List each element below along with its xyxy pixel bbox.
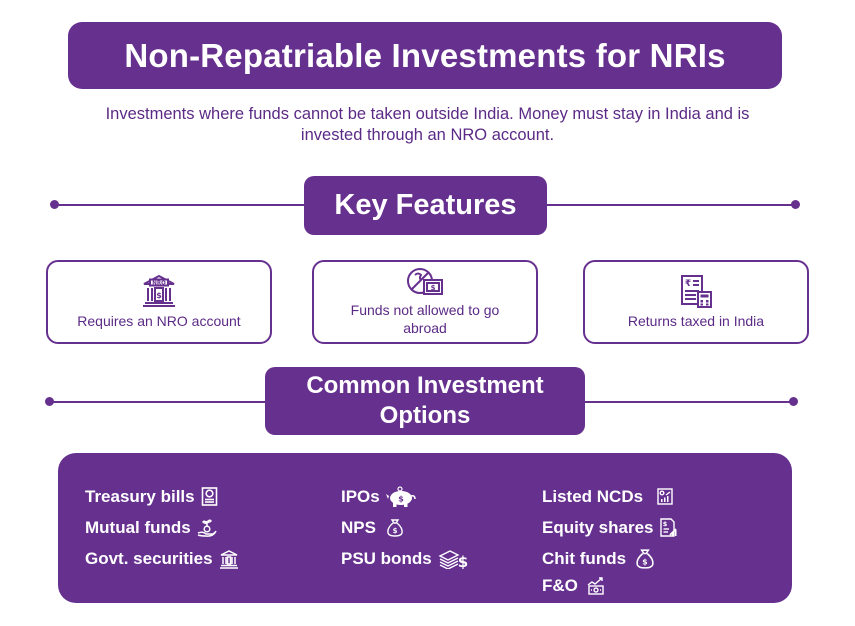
option-nps: NPS $ xyxy=(341,512,468,543)
money-bag-icon: $ xyxy=(636,549,654,569)
feature-label: Funds not allowed to go abroad xyxy=(350,302,500,336)
feature-label: Requires an NRO account xyxy=(77,313,241,329)
svg-text:$: $ xyxy=(662,520,667,528)
option-label: Equity shares xyxy=(542,517,654,537)
option-listed-ncds: Listed NCDs xyxy=(542,481,678,512)
option-chit-funds: Chit funds $ xyxy=(542,543,678,574)
option-label: IPOs xyxy=(341,486,380,506)
option-label: Govt. securities xyxy=(85,548,213,568)
svg-text:₹: ₹ xyxy=(685,279,691,289)
chart-report-icon xyxy=(657,488,673,505)
bank-nro-icon: NRO $ xyxy=(143,274,175,307)
option-label: Mutual funds xyxy=(85,517,191,537)
hand-plant-coin-icon xyxy=(197,518,217,537)
bill-document-icon xyxy=(201,487,217,506)
key-features-heading: Key Features xyxy=(304,176,547,235)
tax-calculator-icon: ₹ xyxy=(681,275,712,308)
svg-text:$: $ xyxy=(431,284,436,292)
option-label: F&O xyxy=(542,576,578,595)
option-f-and-o: F&O xyxy=(542,574,678,598)
divider-line-right xyxy=(583,401,793,403)
svg-text:NRO: NRO xyxy=(152,281,166,287)
options-column: Listed NCDs Equity shares $ Chit funds $ xyxy=(542,481,678,598)
svg-text:$: $ xyxy=(398,494,404,503)
svg-text:$: $ xyxy=(457,553,467,569)
feature-label: Returns taxed in India xyxy=(627,313,765,329)
option-mutual-funds: Mutual funds xyxy=(85,512,239,543)
divider-line-right xyxy=(545,204,797,206)
page-title: Non-Repatriable Investments for NRIs xyxy=(68,22,782,89)
option-govt-securities: Govt. securities xyxy=(85,543,239,574)
cash-stack-icon: $ xyxy=(438,549,468,569)
trend-cash-icon xyxy=(587,577,604,595)
option-equity-shares: Equity shares $ xyxy=(542,512,678,543)
options-column: IPOs $ NPS $ PSU bonds $ xyxy=(341,481,468,574)
divider-dot-right xyxy=(789,397,798,406)
svg-text:$: $ xyxy=(156,291,162,300)
option-treasury-bills: Treasury bills xyxy=(85,481,239,512)
money-bag-icon: $ xyxy=(387,519,403,537)
option-ipos: IPOs $ xyxy=(341,481,468,512)
option-label: PSU bonds xyxy=(341,548,432,568)
divider-line-left xyxy=(49,401,267,403)
no-money-transfer-icon: $ xyxy=(407,268,443,295)
bank-building-icon xyxy=(219,549,238,569)
option-label: NPS xyxy=(341,517,376,537)
page-subtitle: Investments where funds cannot be taken … xyxy=(105,105,750,144)
svg-text:$: $ xyxy=(393,527,398,535)
options-column: Treasury bills Mutual funds Govt. securi… xyxy=(85,481,239,574)
divider-dot-right xyxy=(791,200,800,209)
divider-line-left xyxy=(54,204,306,206)
investment-options-heading: Common Investment Options xyxy=(265,367,585,435)
investment-options-panel: Treasury bills Mutual funds Govt. securi… xyxy=(58,453,792,603)
option-label: Chit funds xyxy=(542,548,627,568)
feature-card-funds-not-abroad: $ Funds not allowed to go abroad xyxy=(312,260,538,344)
feature-card-nro-account: NRO $ Requires an NRO account xyxy=(46,260,272,344)
option-label: Listed NCDs xyxy=(542,486,644,506)
svg-text:$: $ xyxy=(642,558,647,567)
option-psu-bonds: PSU bonds $ xyxy=(341,543,468,574)
option-label: Treasury bills xyxy=(85,486,195,506)
feature-card-taxed-in-india: ₹ Returns taxed in India xyxy=(583,260,809,344)
piggy-bank-icon: $ xyxy=(385,485,416,507)
share-document-icon: $ xyxy=(659,518,677,537)
